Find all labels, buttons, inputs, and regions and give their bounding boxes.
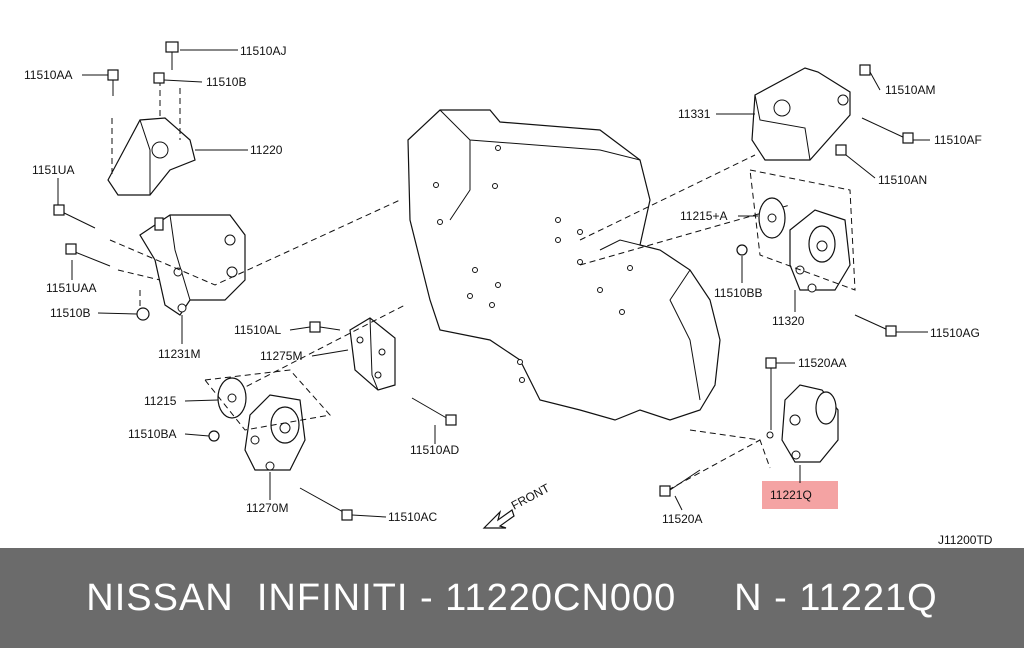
parts-diagram: 11510AJ 11510AA 11510B 11220 1151UA 1151… (24, 41, 993, 547)
label-11510an: 11510AN (878, 173, 927, 187)
label-11270m: 11270M (246, 501, 288, 515)
mount-11270m (204, 369, 353, 521)
label-11520aa: 11520AA (798, 356, 847, 370)
bolt-icon (53, 41, 179, 321)
label-11510am: 11510AM (885, 83, 935, 97)
mount-11221q (659, 357, 839, 497)
label-11510af: 11510AF (934, 133, 982, 147)
label-11510aj: 11510AJ (240, 44, 286, 58)
label-11510aa: 11510AA (24, 68, 73, 82)
mount-11220 (107, 80, 196, 196)
bracket-11275m (219, 304, 457, 426)
label-11510al: 11510AL (234, 323, 281, 337)
front-arrow-icon (482, 509, 515, 529)
highlight-box (762, 481, 838, 509)
label-front: FRONT (509, 481, 553, 513)
label-11221q: 11221Q (770, 488, 812, 502)
mount-11320 (736, 169, 897, 337)
label-11510ag: 11510AG (930, 326, 980, 340)
leader-lines (57, 49, 930, 518)
part-number-text: NISSAN INFINITI - 11220CN000 N - 11221Q (86, 576, 938, 619)
label-11320: 11320 (772, 314, 805, 328)
label-11215a: 11215+A (680, 209, 728, 223)
bracket-11231m (109, 199, 401, 316)
label-1151uaa: 1151UAA (46, 281, 96, 295)
engine-block (407, 109, 721, 421)
label-11220: 11220 (250, 143, 283, 157)
label-11275m: 11275M (260, 349, 302, 363)
label-11520a: 11520A (662, 512, 702, 526)
label-11510b-bottom: 11510B (50, 306, 90, 320)
label-11215: 11215 (144, 394, 177, 408)
label-11231m: 11231M (158, 347, 200, 361)
part-labels: 11510AJ 11510AA 11510B 11220 1151UA 1151… (24, 44, 993, 547)
label-11510ad: 11510AD (410, 443, 459, 457)
label-11510ba: 11510BA (128, 427, 177, 441)
label-11510ac: 11510AC (388, 510, 437, 524)
label-11510bb: 11510BB (714, 286, 763, 300)
label-diagram-code: J11200TD (938, 533, 993, 547)
label-11510b-top: 11510B (206, 75, 246, 89)
label-1151ua: 1151UA (32, 163, 74, 177)
label-11331: 11331 (678, 107, 711, 121)
part-number-banner: NISSAN INFINITI - 11220CN000 N - 11221Q (0, 548, 1024, 648)
